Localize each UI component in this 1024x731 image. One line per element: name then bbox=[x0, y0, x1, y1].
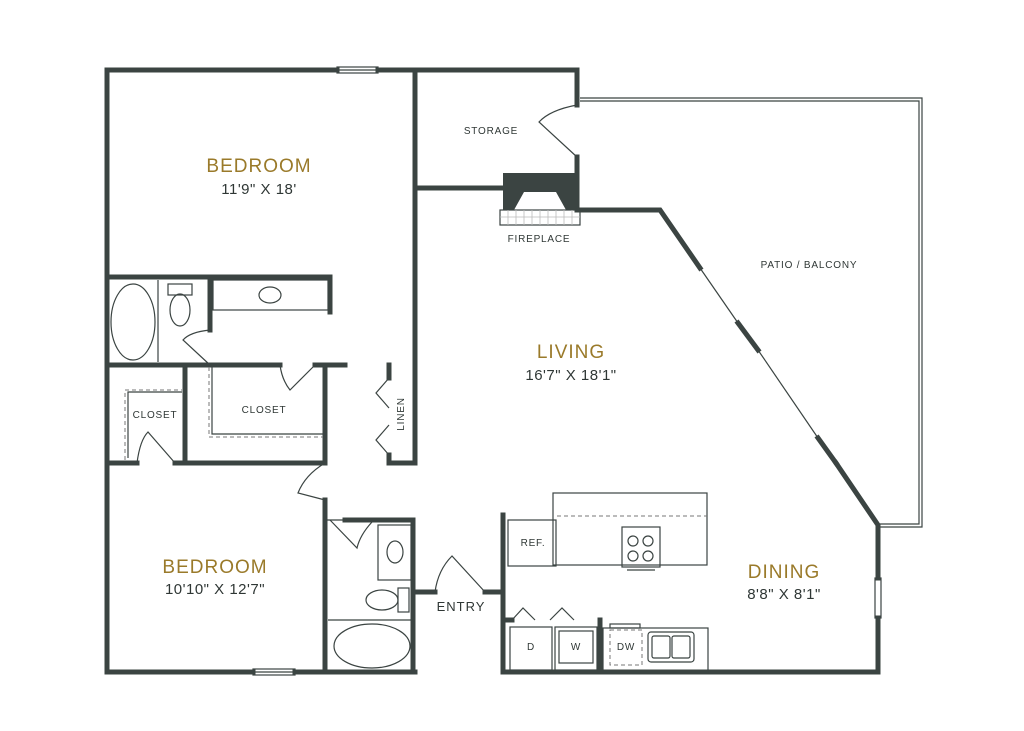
stove-icon bbox=[621, 526, 661, 571]
washer-label: W bbox=[571, 642, 581, 653]
toilet-icon bbox=[365, 587, 410, 613]
kitchen-sink-icon bbox=[647, 631, 695, 663]
fireplace-label: FIREPLACE bbox=[508, 234, 571, 245]
dryer bbox=[509, 626, 553, 671]
sink-icon bbox=[386, 540, 404, 564]
dining-dims: 8'8" X 8'1" bbox=[747, 586, 821, 603]
bath1-fixtures bbox=[110, 279, 329, 362]
refrigerator bbox=[507, 519, 557, 567]
toilet-icon bbox=[167, 283, 193, 327]
living-dims: 16'7" X 18'1" bbox=[525, 367, 616, 384]
bedroom2-dims: 10'10" X 12'7" bbox=[165, 581, 265, 598]
kitchen bbox=[507, 492, 709, 673]
bedroom1-name: BEDROOM bbox=[206, 156, 311, 177]
dishwasher bbox=[609, 629, 643, 666]
closet-label: CLOSET bbox=[133, 410, 178, 421]
fireplace bbox=[499, 173, 581, 226]
entry-label: ENTRY bbox=[437, 599, 486, 614]
closet-label: CLOSET bbox=[242, 405, 287, 416]
windows bbox=[252, 66, 882, 676]
dishwasher-label: DW bbox=[617, 642, 635, 653]
bedroom2-name: BEDROOM bbox=[162, 557, 267, 578]
bathtub-icon bbox=[333, 623, 411, 669]
linen-label: LINEN bbox=[396, 397, 407, 430]
bedroom1-dims: 11'9" X 18' bbox=[221, 181, 297, 198]
dryer-label: D bbox=[527, 642, 535, 653]
living-name: LIVING bbox=[537, 342, 605, 363]
washer bbox=[554, 626, 598, 671]
sink-icon bbox=[258, 286, 282, 304]
ref-label: REF. bbox=[521, 538, 546, 549]
dining-name: DINING bbox=[748, 562, 821, 583]
storage-label: STORAGE bbox=[464, 126, 518, 137]
bath2-fixtures bbox=[328, 524, 412, 669]
doors bbox=[136, 104, 578, 593]
bathtub-icon bbox=[110, 283, 156, 361]
closet-rods bbox=[124, 367, 323, 460]
patio-label: PATIO / BALCONY bbox=[761, 260, 858, 271]
patio-outline bbox=[580, 97, 923, 528]
interior-walls bbox=[104, 67, 603, 675]
